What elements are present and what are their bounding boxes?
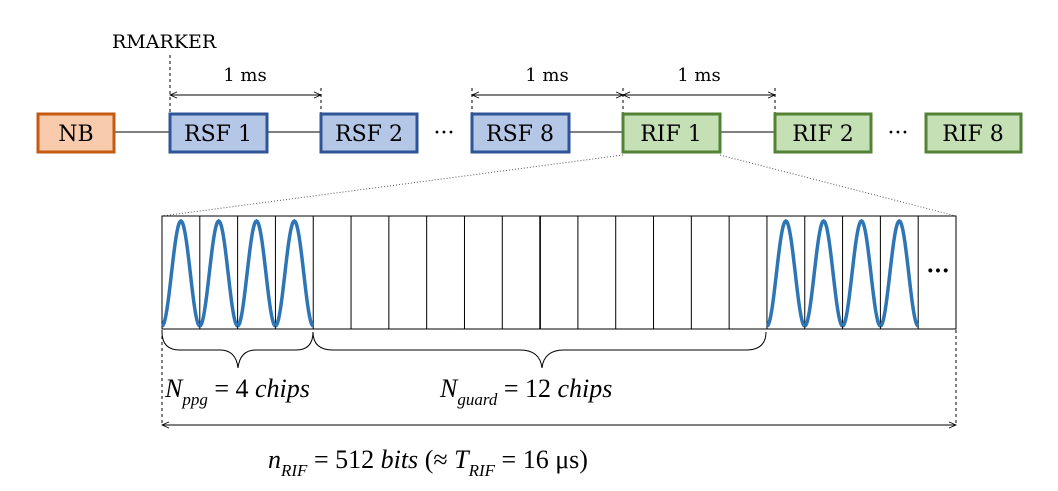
ellipsis: ···	[927, 258, 950, 284]
block-nb: NB	[36, 112, 116, 154]
nguard-symbol: N	[439, 374, 459, 403]
block-label: RIF 1	[640, 122, 702, 147]
block-rsf-1: RSF 1	[168, 112, 269, 154]
trif-subscript: RIF	[468, 461, 496, 480]
block-rsf-8: RSF 8	[470, 112, 571, 154]
block-label: RIF 2	[792, 122, 854, 147]
nppg-unit: chips	[255, 374, 310, 403]
span-label: 1 ms	[525, 65, 568, 86]
block-label: RSF 2	[335, 122, 403, 147]
block-rif-1: RIF 1	[621, 112, 722, 154]
nguard-value: = 12	[497, 374, 557, 403]
block-rif-8: RIF 8	[924, 112, 1023, 154]
chip-pulse	[879, 218, 920, 328]
span-label: 1 ms	[223, 65, 266, 86]
block-label: RSF 1	[184, 122, 252, 147]
block-label: RSF 8	[486, 122, 554, 147]
brace-guard	[312, 331, 767, 369]
chip-pulse	[274, 218, 315, 328]
nrif-value: = 512	[307, 445, 380, 474]
trif-value: = 16 μs)	[495, 445, 588, 474]
chip-pulse	[198, 218, 239, 328]
nppg-subscript: ppg	[181, 390, 208, 409]
chip-pulse	[161, 218, 201, 328]
block-rif-2: RIF 2	[773, 112, 873, 154]
rmarker-label: RMARKER	[112, 31, 217, 53]
span-label: 1 ms	[677, 65, 720, 86]
brace-ppg	[161, 331, 314, 369]
nrif-paren: (≈	[418, 445, 454, 474]
trif-symbol: T	[454, 445, 470, 474]
nppg-symbol: N	[164, 374, 184, 403]
block-rsf-2: RSF 2	[319, 112, 419, 154]
nrif-unit: bits	[381, 445, 419, 474]
chip-pulse	[841, 218, 882, 328]
chip-pulse	[236, 218, 277, 328]
nrif-symbol: n	[268, 445, 281, 474]
chip-strip-frame	[161, 215, 957, 330]
zoom-line	[161, 154, 624, 217]
nguard-unit: chips	[558, 374, 613, 403]
nguard-label: Nguard = 12 chips	[439, 374, 612, 409]
chip-strip	[161, 215, 957, 330]
chip-pulse	[765, 218, 806, 328]
ellipsis: ···	[888, 121, 909, 146]
block-label: NB	[58, 122, 93, 147]
block-label: RIF 8	[942, 122, 1004, 147]
nppg-label: Nppg = 4 chips	[164, 374, 310, 409]
nppg-value: = 4	[208, 374, 255, 403]
nrif-label: nRIF = 512 bits (≈ TRIF = 16 μs)	[268, 445, 588, 480]
chip-pulse	[803, 218, 844, 328]
ellipsis: ···	[434, 121, 455, 146]
nguard-subscript: guard	[457, 390, 497, 409]
nrif-subscript: RIF	[280, 461, 308, 480]
zoom-line	[719, 154, 957, 217]
